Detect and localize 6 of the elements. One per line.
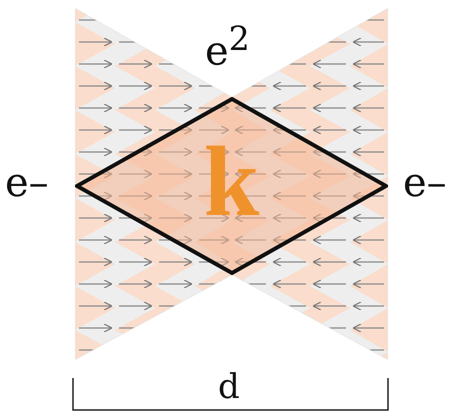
charge-label: e– — [5, 163, 49, 203]
dimension-label: d — [218, 370, 240, 404]
charge-label: e$^{2}$ — [205, 22, 250, 72]
diamond-shape — [75, 97, 388, 275]
charge-label: e– — [403, 163, 447, 203]
node-label: k — [204, 132, 260, 232]
